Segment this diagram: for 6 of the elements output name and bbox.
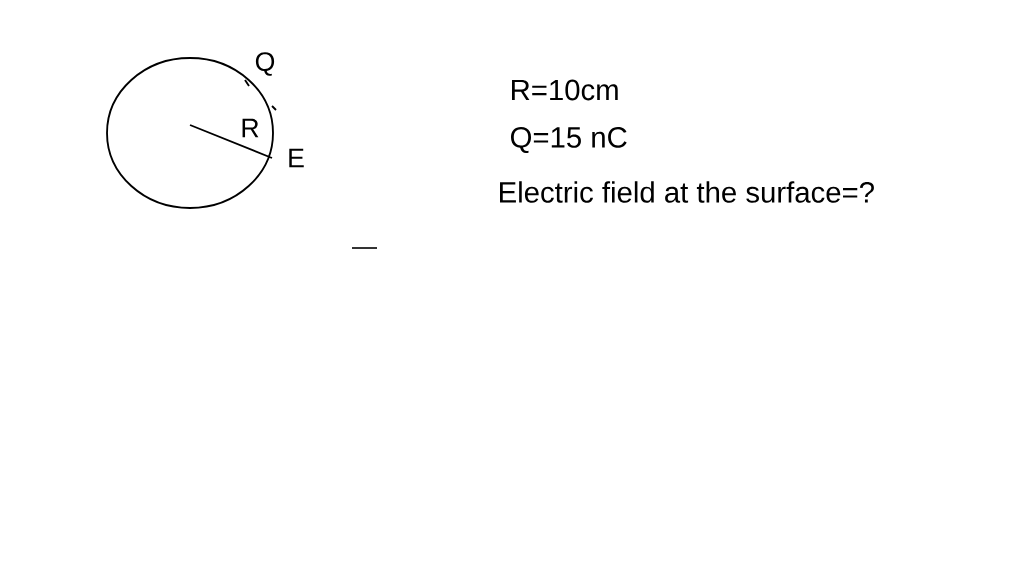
label: R <box>242 118 259 138</box>
label: Q <box>255 52 275 76</box>
given-value: Q=15 nC <box>511 127 627 153</box>
label: E <box>289 148 304 168</box>
given-value: R=10cm <box>512 79 618 101</box>
question-text: Electric field at the surface=? <box>500 181 874 203</box>
